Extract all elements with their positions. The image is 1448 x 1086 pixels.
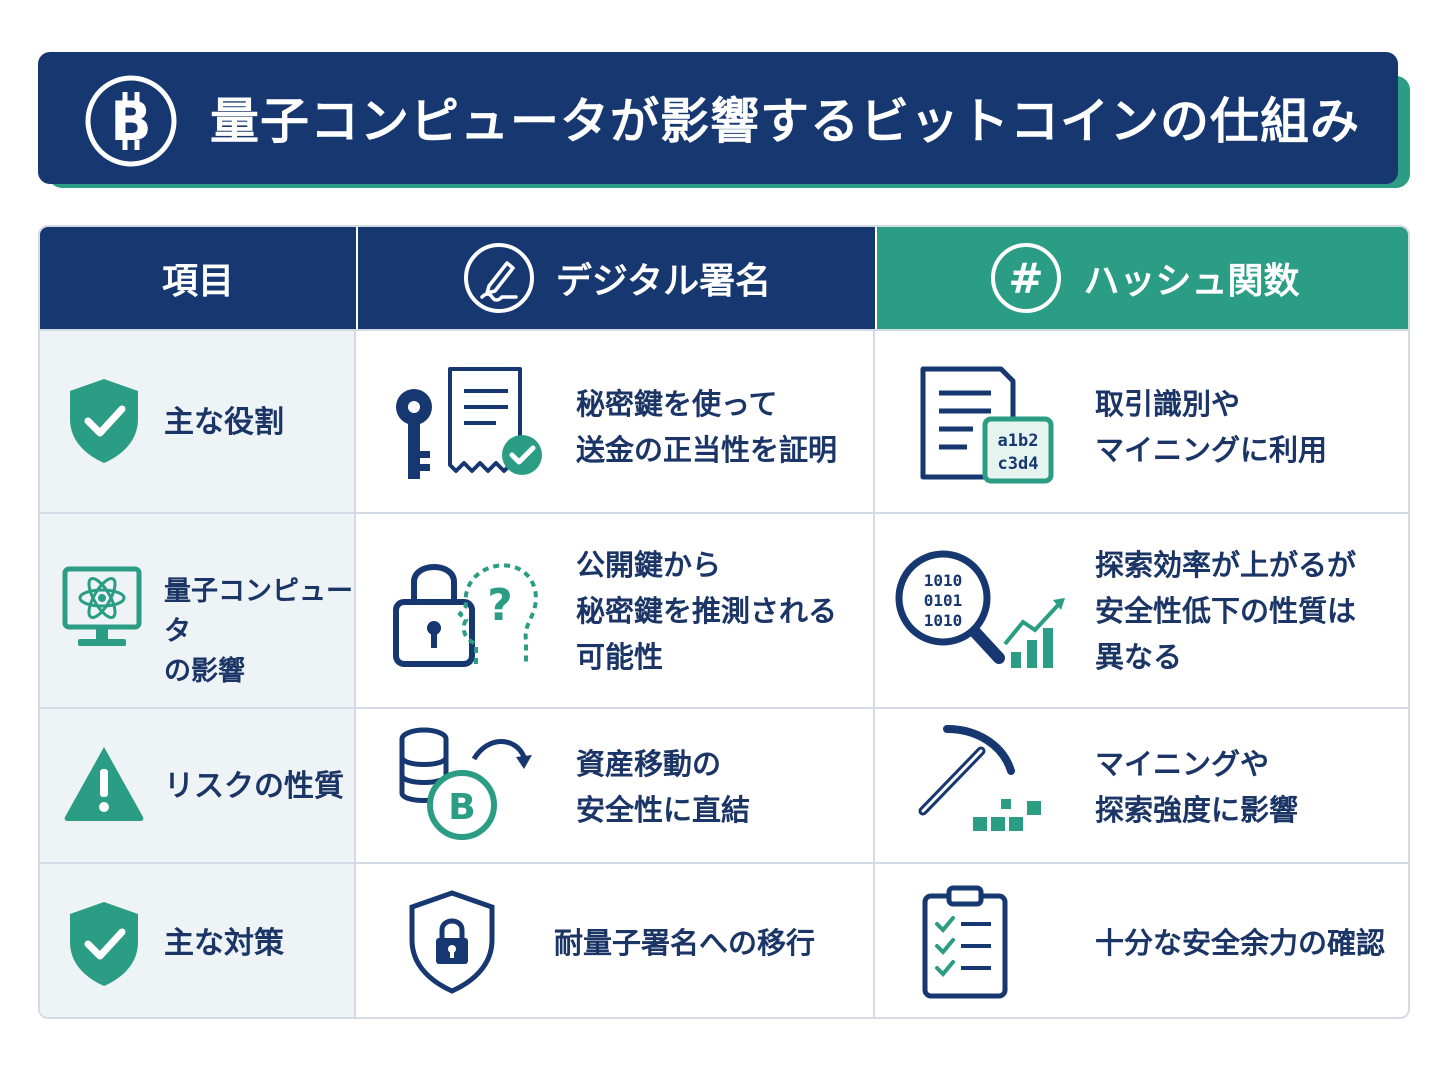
row-label-cell: 主な役割 (40, 331, 356, 512)
row-label: 量子コンピュータ の影響 (164, 572, 354, 692)
header-signature-label: デジタル署名 (555, 261, 772, 302)
table-row-countermeasure: 主な対策 耐量子署名への移行 (40, 862, 1408, 1017)
page-title: 量子コンピュータが影響するビットコインの仕組み (210, 93, 1361, 150)
magnifier-chart-icon: 1010 0101 1010 (895, 550, 1065, 668)
header-signature: デジタル署名 (358, 227, 875, 329)
binary-text: 1010 (924, 611, 963, 630)
text-line: マイニングに利用 (1095, 433, 1328, 467)
text-line: 公開鍵から (576, 548, 722, 582)
hash-cell: マイニングや 探索強度に影響 (877, 709, 1408, 862)
row-label-cell: リスクの性質 (40, 709, 356, 862)
pickaxe-icon (918, 725, 1041, 831)
row-label: 主な役割 (164, 405, 284, 440)
hash-icon-text: c3d4 (998, 454, 1039, 474)
row-label: リスクの性質 (164, 769, 344, 804)
text-line: 探索効率が上がるが (1095, 548, 1357, 582)
text-line: 安全性に直結 (576, 793, 751, 827)
row-label-cell: 主な対策 (40, 864, 356, 1017)
text-line: マイニングや (1095, 747, 1270, 781)
row-label: 主な対策 (164, 926, 284, 961)
bitcoin-icon: B (85, 75, 177, 167)
svg-text:#: # (1009, 254, 1044, 303)
shield-lock-icon (409, 890, 495, 994)
document-hash-icon: a1b2 c3d4 (920, 366, 1054, 484)
coins-transfer-icon: B (399, 727, 532, 840)
shield-check-icon (70, 379, 138, 463)
hash-text: 探索効率が上がるが 安全性低下の性質は 異なる (1095, 542, 1356, 680)
table-row-quantum-impact: 量子コンピュータ の影響 ? 公開鍵から 秘密鍵を推測される 可能性 1 (40, 512, 1408, 707)
atom-monitor-icon (62, 566, 142, 646)
text-line: 秘密鍵を使って (576, 387, 778, 421)
header-item: 項目 (40, 227, 356, 329)
hash-cell: 十分な安全余力の確認 (877, 864, 1408, 1017)
text-line: 取引識別や (1095, 387, 1241, 421)
hash-text: 十分な安全余力の確認 (1095, 920, 1385, 966)
svg-text:B: B (448, 787, 475, 828)
binary-text: 0101 (924, 591, 963, 610)
text-line: 安全性低下の性質は (1095, 594, 1357, 628)
signature-text: 公開鍵から 秘密鍵を推測される 可能性 (576, 542, 837, 680)
key-document-icon (396, 367, 542, 479)
text-line: 送金の正当性を証明 (576, 433, 838, 467)
signature-cell: 秘密鍵を使って 送金の正当性を証明 (358, 331, 875, 512)
svg-text:?: ? (487, 580, 513, 631)
shield-check-icon (70, 902, 138, 986)
text-line: 秘密鍵を推測される (576, 594, 838, 628)
text-line: 十分な安全余力の確認 (1095, 926, 1386, 960)
title-bar: B 量子コンピュータが影響するビットコインの仕組み (38, 52, 1398, 184)
header-item-label: 項目 (161, 261, 234, 302)
signature-text: 秘密鍵を使って 送金の正当性を証明 (576, 381, 837, 473)
hash-cell: a1b2 c3d4 取引識別や マイニングに利用 (877, 331, 1408, 512)
lock-question-head-icon: ? (393, 563, 538, 667)
signature-cell: 耐量子署名への移行 (358, 864, 875, 1017)
hash-icon: # (991, 243, 1062, 313)
hash-cell: 1010 0101 1010 探索効率が上がるが 安全性低下の性質は 異なる (877, 514, 1408, 707)
hash-text: マイニングや 探索強度に影響 (1095, 741, 1298, 833)
table-row-role: 主な役割 秘密鍵を使って 送金の正当性を証明 (40, 329, 1408, 512)
clipboard-checklist-icon (922, 885, 1008, 999)
warning-icon (64, 747, 144, 821)
hash-icon-text: a1b2 (998, 431, 1039, 451)
row-label-cell: 量子コンピュータ の影響 (40, 514, 356, 707)
text-line: の影響 (164, 656, 245, 687)
header-hash: # ハッシュ関数 (877, 227, 1408, 329)
text-line: 可能性 (576, 640, 664, 674)
text-line: 量子コンピュータ (164, 576, 353, 647)
signature-cell: B 資産移動の 安全性に直結 (358, 709, 875, 862)
text-line: 探索強度に影響 (1095, 793, 1299, 827)
hash-text: 取引識別や マイニングに利用 (1095, 381, 1327, 473)
signature-cell: ? 公開鍵から 秘密鍵を推測される 可能性 (358, 514, 875, 707)
text-line: 耐量子署名への移行 (554, 926, 816, 960)
signature-text: 耐量子署名への移行 (554, 920, 815, 966)
text-line: 資産移動の (576, 747, 722, 781)
signature-text: 資産移動の 安全性に直結 (576, 741, 750, 833)
table-row-risk: リスクの性質 B 資産移動の 安全性に直結 (40, 707, 1408, 862)
svg-text:B: B (110, 90, 151, 153)
comparison-table: 項目 デジタル署名 # ハッシュ関数 主な役割 (38, 225, 1410, 1019)
header-hash-label: ハッシュ関数 (1083, 261, 1300, 302)
title-banner: B 量子コンピュータが影響するビットコインの仕組み (38, 52, 1410, 188)
pen-signature-icon (463, 243, 534, 313)
binary-text: 1010 (924, 571, 963, 590)
text-line: 異なる (1095, 640, 1183, 674)
